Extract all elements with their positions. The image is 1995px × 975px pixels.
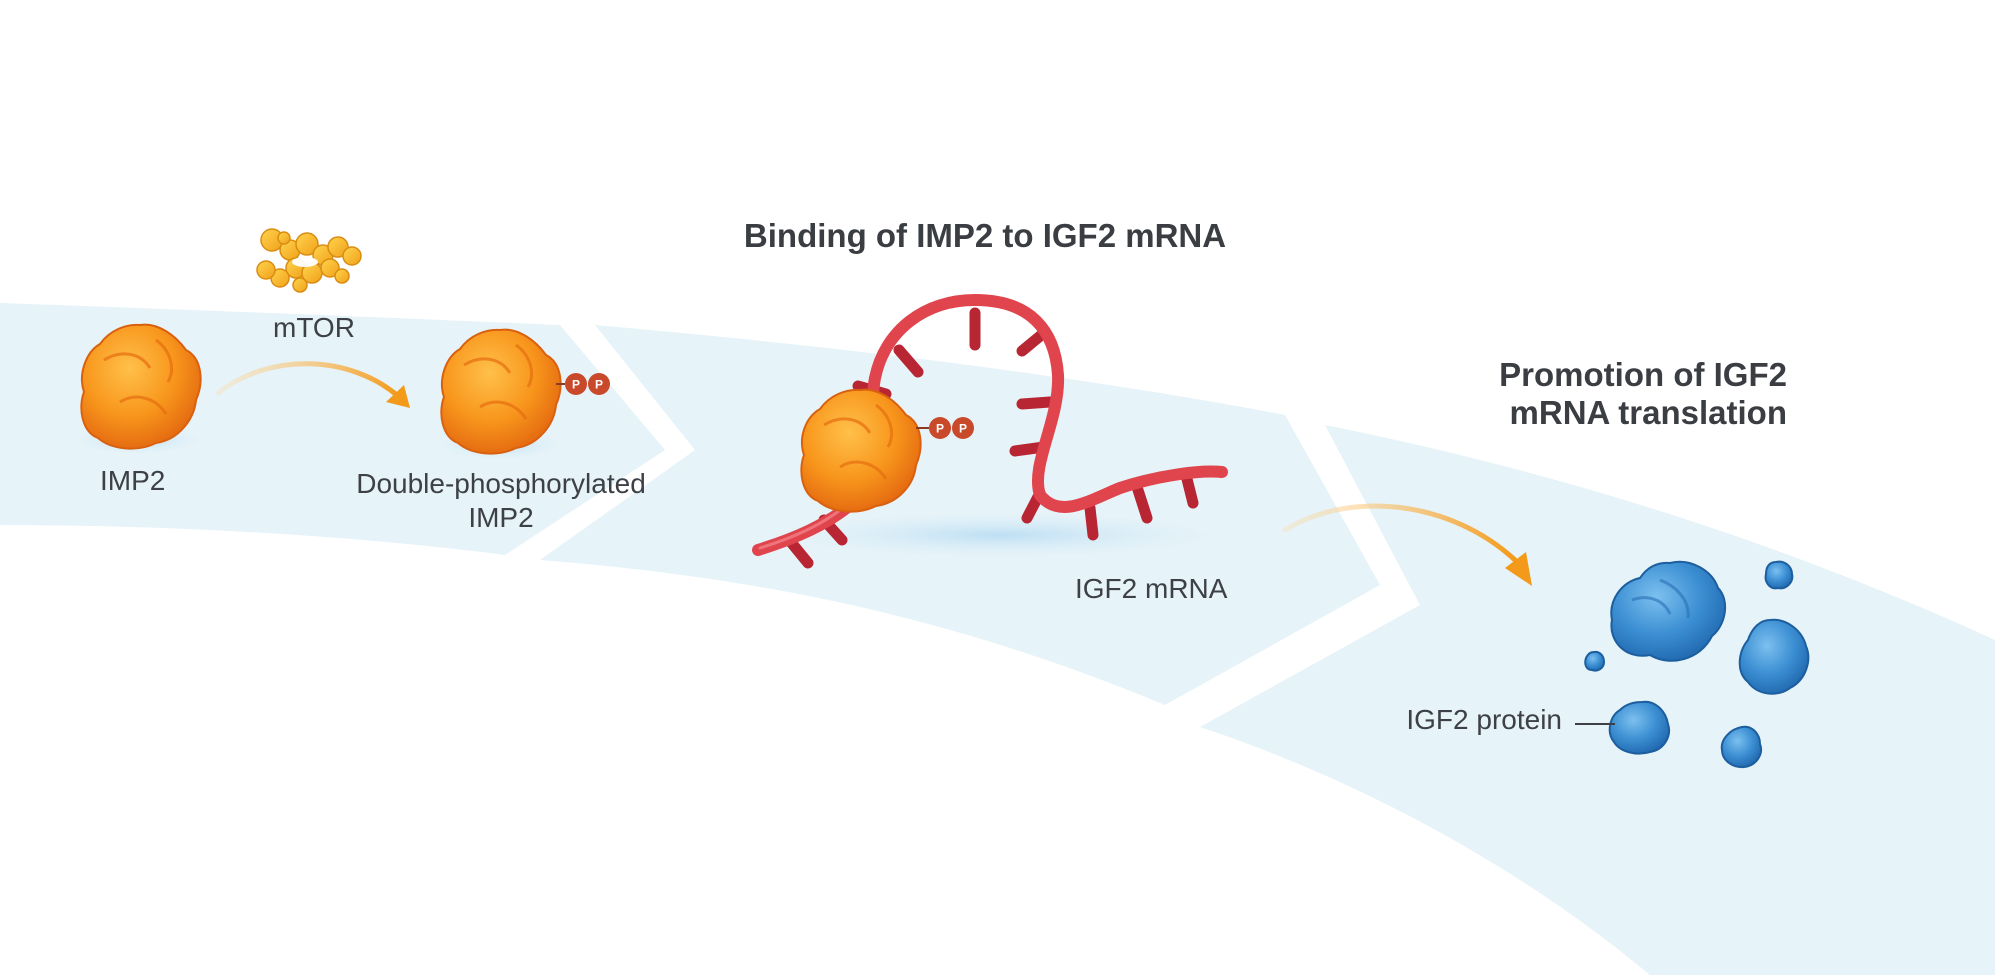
phosphorylation-arrow (215, 361, 410, 408)
igf2-protein-label: IGF2 protein (1406, 704, 1562, 735)
phosphate-icon (929, 417, 951, 439)
phosphate-icon (565, 373, 587, 395)
binding-title: Binding of IMP2 to IGF2 mRNA (743, 217, 1227, 254)
phosphate-icon (588, 373, 610, 395)
mtor-molecule (256, 228, 362, 293)
igf2-protein-cluster (1584, 560, 1810, 769)
svg-text:P: P (572, 378, 580, 392)
imp2-label: IMP2 (100, 465, 166, 496)
double-phosphorylated-label-line2: IMP2 (468, 502, 534, 533)
bound-imp2-molecule: P P (800, 388, 974, 513)
svg-text:P: P (959, 422, 967, 436)
double-phosphorylated-label-line1: Double-phosphorylated (356, 468, 646, 499)
band-segment-3 (1200, 425, 1995, 975)
svg-text:P: P (936, 422, 944, 436)
phos-imp2-molecule: P P (440, 328, 610, 455)
mtor-label: mTOR (273, 312, 355, 343)
igf2-mrna-label: IGF2 mRNA (1075, 573, 1228, 604)
promotion-title-line2: mRNA translation (1509, 394, 1787, 431)
svg-text:P: P (595, 378, 603, 392)
translation-arrow (1282, 503, 1532, 586)
promotion-title-line1: Promotion of IGF2 (1499, 356, 1787, 393)
imp2-molecule (80, 323, 202, 450)
phosphate-icon (952, 417, 974, 439)
mrna-shadow (785, 513, 1215, 557)
